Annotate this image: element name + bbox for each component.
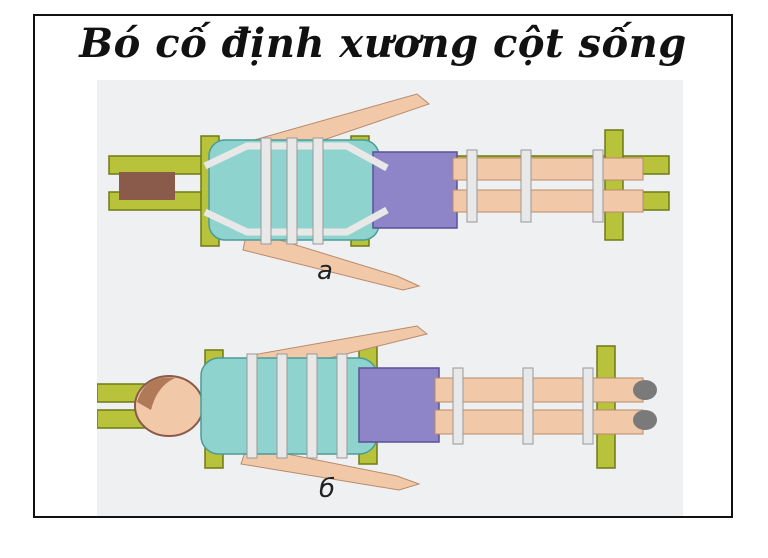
panel-b-drawing	[97, 325, 657, 491]
head-hair	[137, 377, 175, 410]
strap-leg-3	[592, 149, 604, 223]
strap-torso-1	[246, 353, 258, 459]
strap-torso-2	[276, 353, 288, 459]
strap-leg-2	[522, 367, 534, 445]
strap-torso-2	[286, 137, 298, 245]
panel-a-drawing	[108, 93, 670, 291]
cross-board-3	[604, 129, 624, 241]
panel-label-a: а	[317, 256, 333, 286]
cross-board-3	[596, 345, 616, 469]
strap-leg-1	[452, 367, 464, 445]
foot-upper	[633, 380, 657, 400]
leg-upper	[434, 377, 644, 403]
foot-lower	[633, 410, 657, 430]
shorts	[358, 367, 440, 443]
strap-leg-2	[520, 149, 532, 223]
figure-frame: Bó cố định xương cột sống	[33, 14, 733, 518]
strap-leg-1	[466, 149, 478, 223]
leg-lower	[452, 189, 644, 213]
illustration-panel-b: б	[97, 306, 683, 516]
strap-torso-3	[312, 137, 324, 245]
illustration-panel-a: а	[97, 80, 683, 306]
torso-shirt	[200, 357, 378, 455]
shorts	[372, 151, 458, 229]
strap-torso-4	[336, 353, 348, 459]
arm-lower	[242, 229, 421, 291]
panel-label-b: б	[319, 474, 336, 504]
head-hair	[119, 172, 175, 200]
leg-upper	[452, 157, 644, 181]
strap-leg-3	[582, 367, 594, 445]
strap-torso-1	[260, 137, 272, 245]
figure-title: Bó cố định xương cột sống	[79, 20, 687, 67]
leg-lower	[434, 409, 644, 435]
strap-torso-3	[306, 353, 318, 459]
